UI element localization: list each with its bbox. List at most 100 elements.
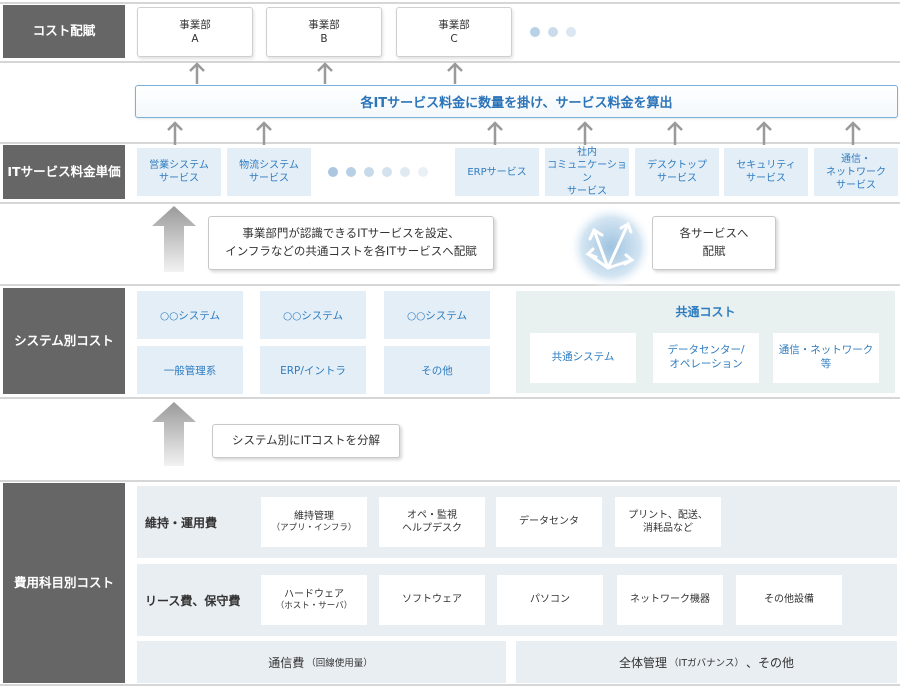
service-label: セキュリティ: [736, 160, 796, 171]
expense-label: データセンタ: [519, 516, 579, 528]
department-box-a: 事業部 A: [137, 7, 253, 57]
section-label-expense-cost: 費用科目別コスト: [3, 483, 125, 683]
overall-management-note: （ITガバナンス）: [669, 658, 744, 669]
separator: [0, 684, 900, 686]
expense-label: 維持管理: [294, 510, 334, 522]
expense-label: ネットワーク機器: [630, 594, 710, 606]
section-label-system-cost: システム別コスト: [3, 288, 125, 394]
overall-management-box: 全体管理 （ITガバナンス） 、その他: [516, 641, 897, 683]
separator: [0, 61, 900, 63]
up-arrow-icon: [577, 121, 593, 145]
ellipsis-dot: [382, 167, 392, 177]
expense-label: オペ・監視: [407, 509, 457, 521]
expense-box: 維持管理 （アプリ・インフラ）: [261, 497, 367, 547]
service-label: ネットワーク: [826, 166, 886, 178]
common-cost-label: 通信・ネットワーク: [778, 344, 874, 357]
expense-note: （アプリ・インフラ）: [271, 523, 357, 534]
common-cost-label: データセンター/: [667, 344, 745, 357]
common-cost-box-common-system: 共通システム: [530, 333, 636, 383]
separator: [0, 480, 900, 482]
section-label-it-service-unit-price: ITサービス料金単価: [3, 145, 125, 199]
service-label: サービス: [836, 179, 876, 191]
service-box-sales-system: 営業システム サービス: [137, 148, 221, 196]
system-box: ○○システム: [260, 291, 366, 339]
up-arrow-icon: [845, 121, 861, 145]
separator: [0, 284, 900, 286]
separator: [0, 142, 900, 144]
callout-text: 事業部門が認識できるITサービスを設定、: [242, 226, 460, 241]
expense-note: （ホスト・サーバ）: [275, 601, 353, 612]
separator: [0, 202, 900, 204]
expense-box: オペ・監視 ヘルプデスク: [379, 497, 485, 547]
big-up-arrow-icon: [152, 206, 196, 272]
big-up-arrow-icon: [152, 402, 196, 466]
ellipsis-dot: [566, 27, 576, 37]
expense-label: パソコン: [530, 594, 570, 606]
service-label: サービス: [159, 173, 199, 184]
communication-cost-box: 通信費 （回線使用量）: [137, 641, 506, 683]
service-label: コミュニケーション: [547, 160, 627, 184]
up-arrow-icon: [667, 121, 683, 145]
expense-label: 消耗品など: [643, 523, 693, 534]
department-box-c: 事業部 C: [396, 7, 512, 57]
expense-label: ソフトウェア: [402, 594, 462, 606]
expense-box: ハードウェア （ホスト・サーバ）: [261, 575, 367, 625]
overall-management-label: 全体管理: [619, 655, 668, 670]
system-box-erp-intranet: ERP/イントラ: [260, 346, 366, 394]
callout-text: インフラなどの共通コストを各ITサービスへ配賦: [225, 244, 477, 258]
ellipsis-dot: [400, 167, 410, 177]
service-label: 物流システム: [239, 160, 299, 171]
up-arrow-icon: [447, 62, 463, 84]
department-label: 事業部: [438, 18, 470, 31]
allocate-callout: 各サービスへ 配賦: [652, 216, 776, 270]
expense-box: プリント、配送、 消耗品など: [615, 497, 721, 547]
expense-box: ネットワーク機器: [617, 575, 723, 625]
service-box-security: セキュリティ サービス: [724, 148, 808, 196]
service-label: サービス: [249, 173, 289, 184]
ellipsis-dot: [328, 167, 338, 177]
service-label: デスクトップ: [647, 160, 707, 171]
callout-text: 配賦: [702, 244, 726, 258]
common-cost-label: 等: [820, 358, 832, 370]
up-arrow-icon: [167, 121, 183, 145]
expense-label: ハードウェア: [284, 588, 344, 600]
up-arrow-icon: [256, 121, 272, 145]
communication-cost-label: 通信費: [268, 655, 305, 670]
common-cost-title: 共通コスト: [675, 305, 736, 319]
service-setting-callout: 事業部門が認識できるITサービスを設定、 インフラなどの共通コストを各ITサービ…: [208, 216, 494, 270]
expense-row-lease: リース費、保守費 ハードウェア （ホスト・サーバ） ソフトウェア パソコン ネッ…: [137, 564, 897, 636]
expense-row-label: リース費、保守費: [145, 593, 241, 608]
system-box: ○○システム: [384, 291, 490, 339]
service-box-internal-communication: 社内 コミュニケーション サービス: [545, 147, 629, 197]
service-box-erp: ERPサービス: [455, 148, 539, 196]
department-letter: C: [450, 33, 458, 45]
up-arrow-icon: [189, 62, 205, 84]
department-label: 事業部: [179, 18, 211, 31]
common-cost-panel: 共通コスト 共通システム データセンター/ オペレーション 通信・ネットワーク …: [516, 291, 895, 393]
service-label: サービス: [657, 173, 697, 184]
up-arrow-icon: [317, 62, 333, 84]
separator: [0, 2, 900, 4]
service-fee-banner: 各ITサービス料金に数量を掛け、サービス料金を算出: [135, 85, 898, 118]
up-arrow-icon: [487, 121, 503, 145]
service-box-logistics-system: 物流システム サービス: [227, 148, 311, 196]
expense-row-label: 維持・運用費: [145, 515, 218, 530]
callout-text: 各サービスへ: [679, 226, 749, 241]
service-box-network: 通信・ ネットワーク サービス: [814, 148, 898, 196]
expense-box: その他設備: [736, 575, 842, 625]
service-box-desktop: デスクトップ サービス: [635, 148, 719, 196]
communication-cost-note: （回線使用量）: [306, 658, 373, 669]
system-box-general-admin: 一般管理系: [137, 346, 243, 394]
separator: [0, 397, 900, 399]
up-arrow-icon: [756, 121, 772, 145]
service-label: サービス: [567, 186, 607, 197]
callout-text: システム別にITコストを分解: [231, 433, 381, 448]
distribute-arrows-icon: [569, 205, 653, 289]
expense-label: ヘルプデスク: [402, 523, 462, 534]
ellipsis-dot: [364, 167, 374, 177]
common-cost-label: オペレーション: [669, 358, 743, 370]
expense-box: パソコン: [497, 575, 603, 625]
department-letter: B: [320, 33, 328, 45]
department-label: 事業部: [308, 18, 340, 31]
expense-label: プリント、配送、: [628, 509, 708, 521]
